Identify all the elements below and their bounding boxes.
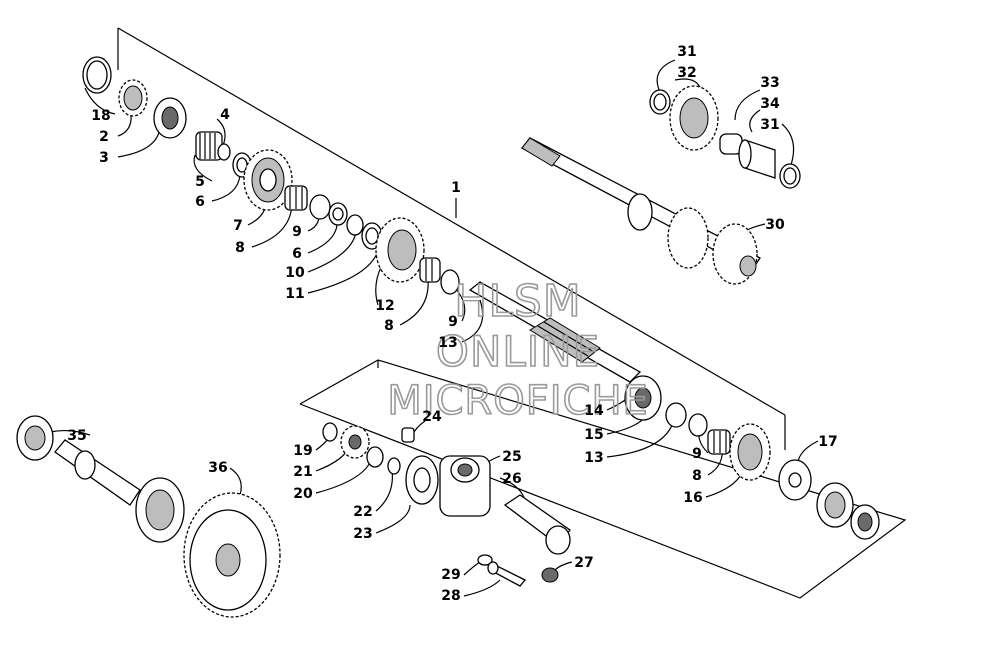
- callout-25: 25: [502, 449, 521, 465]
- part-36-large-gear: [183, 492, 281, 618]
- part-5-needle-bearing: [195, 131, 223, 161]
- callout-11: 11: [285, 286, 304, 302]
- part-7-gear: [243, 149, 293, 211]
- callout-20: 20: [293, 486, 313, 502]
- callout-17: 17: [818, 434, 837, 450]
- callout-7: 7: [233, 218, 243, 234]
- callout-9: 9: [448, 314, 458, 330]
- frame-main-shaft-assembly: [117, 27, 786, 450]
- callout-22: 22: [353, 504, 372, 520]
- callout-15: 15: [584, 427, 603, 443]
- callout-23: 23: [353, 526, 372, 542]
- callout-30: 30: [765, 217, 785, 233]
- part-14-main-shaft: [468, 281, 642, 383]
- callout-14: 14: [584, 403, 604, 419]
- part-22-ring: [387, 457, 401, 475]
- callout-3: 3: [99, 150, 109, 166]
- part-12-gear: [375, 217, 425, 283]
- part-8-needle-bearing-b: [419, 257, 441, 283]
- part-30-countershaft: [521, 137, 761, 285]
- part-3-hub: [153, 97, 187, 139]
- part-20-washer: [366, 446, 384, 468]
- part-10-ring: [346, 214, 364, 236]
- watermark-line2: ONLINE: [436, 327, 600, 376]
- callout-2: 2: [99, 129, 109, 145]
- watermark-line1: HLSM: [454, 276, 582, 327]
- part-9-washer-c: [688, 413, 708, 437]
- callout-9: 9: [292, 224, 302, 240]
- callout-21: 21: [293, 464, 312, 480]
- callout-6: 6: [195, 194, 205, 210]
- part-8-needle-bearing: [284, 185, 308, 211]
- part-16-gear: [729, 423, 771, 481]
- callout-33: 33: [760, 75, 779, 91]
- callout-8: 8: [692, 468, 702, 484]
- part-4-ring: [217, 143, 231, 161]
- callout-9: 9: [692, 446, 702, 462]
- watermark-line3: MICROFICHE: [387, 378, 649, 424]
- callout-8: 8: [235, 240, 245, 256]
- part-9-washer: [309, 194, 331, 220]
- callout-12: 12: [375, 298, 394, 314]
- callout-26: 26: [502, 471, 521, 487]
- part-8-needle-bearing-c: [707, 429, 731, 455]
- callout-31: 31: [760, 117, 779, 133]
- part-31-ring-b: [779, 163, 801, 189]
- callout-19: 19: [293, 443, 312, 459]
- callout-27: 27: [574, 555, 593, 571]
- frame-lower-assembly: [299, 359, 907, 599]
- part-18-snap-ring: [82, 56, 112, 94]
- callout-31: 31: [677, 44, 696, 60]
- part-9-washer-b: [440, 269, 460, 295]
- part-6-washer-b: [328, 202, 348, 226]
- callout-36: 36: [208, 460, 227, 476]
- part-24-pin: [401, 427, 415, 443]
- part-27-plug: [541, 567, 559, 583]
- part-29-washer: [477, 554, 493, 566]
- callout-18: 18: [91, 108, 110, 124]
- callout-28: 28: [441, 588, 460, 604]
- part-25-housing: [439, 455, 491, 517]
- part-34-spacer: [738, 139, 776, 179]
- part-32-gear: [669, 85, 719, 151]
- callout-13: 13: [584, 450, 603, 466]
- watermark: HLSM ONLINE MICROFICHE: [386, 275, 649, 425]
- part-15-hub: [624, 375, 662, 421]
- callout-34: 34: [760, 96, 780, 112]
- part-21-gear: [340, 425, 370, 459]
- part-bearing-right: [816, 482, 880, 540]
- part-17-washer: [778, 459, 812, 501]
- part-26-shift-shaft: [503, 494, 571, 555]
- callout-10: 10: [285, 265, 305, 281]
- part-28-bolt: [487, 561, 527, 587]
- callout-24: 24: [422, 409, 442, 425]
- callout-5: 5: [195, 174, 205, 190]
- callout-35: 35: [67, 428, 86, 444]
- callout-8: 8: [384, 318, 394, 334]
- callout-16: 16: [683, 490, 702, 506]
- part-35-output-shaft: [16, 415, 185, 543]
- callout-29: 29: [441, 567, 460, 583]
- part-13-washer: [665, 402, 687, 428]
- callout-1: 1: [451, 180, 461, 196]
- callout-4: 4: [220, 107, 230, 123]
- callout-6: 6: [292, 246, 302, 262]
- part-19-snap-ring: [322, 422, 338, 442]
- part-31-ring: [649, 89, 671, 115]
- part-2-small-gear: [118, 79, 148, 117]
- part-23-gasket: [405, 455, 439, 505]
- callout-13: 13: [438, 335, 457, 351]
- callout-32: 32: [677, 65, 696, 81]
